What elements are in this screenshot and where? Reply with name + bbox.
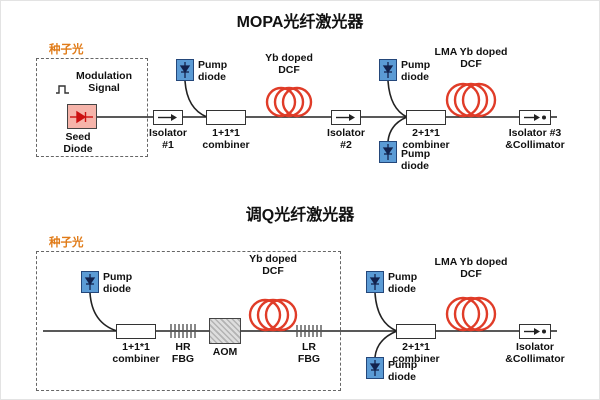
isolator-collimator-icon [524, 328, 546, 335]
mopa-pump2-box [379, 59, 397, 81]
mopa-pump2-label: Pump diode [401, 59, 431, 83]
qswitch-pump3-label: Pump diode [388, 359, 418, 383]
qswitch-pump2-fiber [374, 292, 398, 332]
aom-label: AOM [212, 346, 238, 358]
qswitch-seed-dashed-box [36, 251, 341, 391]
isolator1-label: Isolator #1 [149, 127, 187, 151]
seed-diode-label: Seed Diode [63, 131, 93, 155]
pump-diode-icon [382, 62, 394, 78]
qswitch-pump3-fiber [374, 330, 398, 358]
qswitch-pump1-fiber [89, 292, 118, 332]
isolator2-label: Isolator #2 [327, 127, 365, 151]
mopa-combiner2-label: 2+1*1 combiner [402, 127, 450, 151]
pump-diode-icon [369, 274, 381, 290]
seed-diode-box [67, 104, 97, 129]
mopa-yb-dcf-coil-icon [265, 86, 313, 118]
mopa-pump1-fiber [184, 80, 208, 118]
qswitch-combiner1-box [116, 324, 156, 339]
hr-fbg-label: HR FBG [171, 341, 195, 365]
qswitch-seed-light-label: 种子光 [49, 237, 84, 249]
mopa-pump2-fiber [387, 80, 408, 118]
mopa-lma-dcf-coil-icon [445, 82, 497, 118]
lr-fbg-icon [296, 325, 322, 337]
isolator-arrow-icon [158, 114, 177, 121]
mopa-yb-dcf-label: Yb doped DCF [265, 52, 313, 76]
isolator-arrow-icon [336, 114, 355, 121]
qswitch-pump1-box [81, 271, 99, 293]
qswitch-combiner2-box [396, 324, 436, 339]
pump-diode-icon [369, 360, 381, 376]
mopa-combiner2-box [406, 110, 446, 125]
pump-diode-icon [179, 62, 191, 78]
qswitch-pump1-label: Pump diode [103, 271, 133, 295]
qswitch-lma-dcf-label: LMA Yb doped DCF [434, 256, 508, 280]
isolator3-box [519, 110, 551, 125]
mopa-pump3-fiber [387, 116, 408, 142]
pump-diode-icon [382, 144, 394, 160]
isolator1-box [153, 110, 183, 125]
qswitch-lma-dcf-coil-icon [445, 296, 497, 332]
mopa-pump3-label: Pump diode [401, 148, 431, 172]
qswitch-yb-dcf-coil-icon [248, 298, 298, 332]
isolator-collimator-icon [524, 114, 546, 121]
qswitch-pump2-label: Pump diode [388, 271, 418, 295]
hr-fbg-icon [170, 324, 196, 338]
qswitch-combiner1-label: 1+1*1 combiner [112, 341, 160, 365]
isolator2-box [331, 110, 361, 125]
mopa-seed-light-label: 种子光 [49, 44, 84, 56]
qswitch-pump2-box [366, 271, 384, 293]
isolator3-label: Isolator #3 &Collimator [505, 127, 565, 151]
mopa-lma-dcf-label: LMA Yb doped DCF [434, 46, 508, 70]
pulse-signal-icon [56, 85, 69, 94]
qswitch-isolator-label: Isolator &Collimator [505, 341, 565, 365]
mopa-title: MOPA光纤激光器 [236, 14, 364, 31]
modulation-signal-label: Modulation Signal [76, 70, 132, 94]
qswitch-combiner2-label: 2+1*1 combiner [392, 341, 440, 365]
laser-diode-icon [70, 110, 93, 123]
mopa-combiner1-label: 1+1*1 combiner [202, 127, 250, 151]
mopa-seed-dashed-box [36, 58, 148, 157]
mopa-pump1-box [176, 59, 194, 81]
pump-diode-icon [84, 274, 96, 290]
mopa-combiner1-box [206, 110, 246, 125]
qswitch-title: 调Q光纤激光器 [245, 207, 355, 224]
qswitch-isolator-box [519, 324, 551, 339]
lr-fbg-label: LR FBG [297, 341, 321, 365]
mopa-pump3-box [379, 141, 397, 163]
aom-box [209, 318, 241, 344]
mopa-pump1-label: Pump diode [198, 59, 228, 83]
qswitch-pump3-box [366, 357, 384, 379]
qswitch-yb-dcf-label: Yb doped DCF [249, 253, 297, 277]
